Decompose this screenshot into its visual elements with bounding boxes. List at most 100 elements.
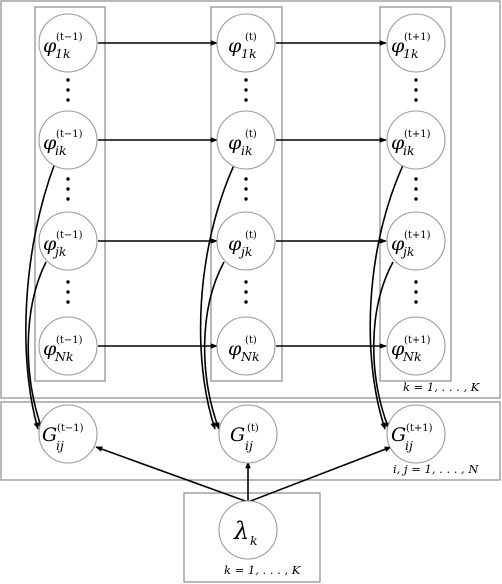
phi-node-nk-t-minus-1: φ Nk (t−1) [38,316,98,376]
g-superscript: (t+1) [406,423,433,434]
edge-phi-jk-to-g-t [203,261,225,430]
lambda-node: λ k [218,500,278,560]
ij-plate [0,401,501,481]
lambda-plate [183,492,321,583]
ellipsis-dot [66,177,70,181]
g-subscript: ij [245,438,253,453]
phi-subscript: ik [55,143,67,158]
phi-node-jk-t-minus-1: φ jk (t−1) [38,211,98,271]
node-circle [216,110,276,170]
node-circle [386,211,446,271]
ellipsis-dots [66,78,418,304]
phi-symbol: φ [228,338,242,360]
edge-phi-ik-to-g-t-minus-1 [25,162,56,430]
ellipsis-dot [244,88,248,92]
phi-symbol: φ [43,35,57,57]
node-circle [216,13,276,73]
phi-subscript: jk [52,244,66,259]
edge-lambda-to-g-t-plus-1 [247,446,392,503]
ellipsis-dot [66,290,70,294]
ellipsis-dot [66,197,70,201]
phi-subscript: Nk [54,349,74,364]
phi-superscript: (t−1) [56,129,83,140]
g-symbol: G [230,424,245,446]
node-circle [38,110,98,170]
time-plate-t-plus-1 [379,6,452,382]
phi-superscript: (t−1) [56,230,83,241]
phi-symbol: φ [391,233,405,255]
g-superscript: (t−1) [57,423,84,434]
lambda-subscript: k [250,533,258,548]
ellipsis-dot [66,300,70,304]
phi-superscript: (t−1) [56,32,83,43]
phi-symbol: φ [228,233,242,255]
phi-node-nk-t-plus-1: φ Nk (t+1) [386,316,446,376]
phi-node-jk-t-plus-1: φ jk (t+1) [386,211,446,271]
edge-phi-ik-to-g-t-plus-1 [369,162,405,430]
ellipsis-dot [244,197,248,201]
g-node-t-minus-1: G ij (t−1) [38,404,98,464]
ellipsis-dot [66,98,70,102]
phi-subscript: Nk [240,349,260,364]
phi-subscript: 1k [403,46,419,61]
phi-superscript: (t+1) [404,129,431,140]
ellipsis-dot [244,98,248,102]
g-symbol: G [391,424,406,446]
phi-symbol: φ [391,338,405,360]
g-superscript: (t) [247,423,259,434]
ellipsis-dot [414,78,418,82]
phi-superscript: (t+1) [404,32,431,43]
time-plate-t-minus-1 [34,6,106,382]
phi-subscript: 1k [55,46,71,61]
temporal-edges [98,40,387,349]
phi-subscript: ik [241,143,253,158]
g-symbol: G [42,424,57,446]
ellipsis-dot [66,78,70,82]
ellipsis-dot [414,98,418,102]
lambda-edges [95,446,392,503]
node-circle [216,211,276,271]
phi-subscript: jk [400,244,414,259]
ellipsis-dot [414,177,418,181]
phi-superscript: (t+1) [404,230,431,241]
lambda-plate-label: k = 1, . . . , K [224,563,302,577]
node-circle [38,211,98,271]
node-circle [38,404,98,464]
phi-node-ik-t-plus-1: φ ik (t+1) [386,110,446,170]
phi-subscript: jk [238,244,252,259]
phi-symbol: φ [228,132,242,154]
g-node-t: G ij (t) [218,404,278,464]
phi-superscript: (t) [245,335,257,346]
time-plate-t [210,6,283,382]
phi-symbol: φ [391,35,405,57]
phi-superscript: (t) [245,230,257,241]
edge-phi-jk-to-g-t-minus-1 [27,261,47,430]
ellipsis-dot [66,88,70,92]
node-circle [386,404,446,464]
ellipsis-dot [244,300,248,304]
ij-plate-label: i, j = 1, . . . , N [393,462,479,476]
phi-node-jk-t: φ jk (t) [216,211,276,271]
phi-symbol: φ [228,35,242,57]
node-circle [386,110,446,170]
phi-subscript: 1k [241,46,257,61]
lambda-symbol: λ [233,517,249,545]
node-circle [38,13,98,73]
node-circle [38,316,98,376]
node-circle [216,316,276,376]
ellipsis-dot [414,88,418,92]
ellipsis-dot [66,187,70,191]
k-plate [0,0,501,399]
ellipsis-dot [414,197,418,201]
node-circle [386,316,446,376]
ellipsis-dot [244,78,248,82]
phi-node-nk-t: φ Nk (t) [216,316,276,376]
phi-symbol: φ [43,233,57,255]
phi-superscript: (t) [245,129,257,140]
ellipsis-dot [414,187,418,191]
ellipsis-dot [244,177,248,181]
phi-symbol: φ [43,338,57,360]
node-circle [386,13,446,73]
phi-symbol: φ [43,132,57,154]
